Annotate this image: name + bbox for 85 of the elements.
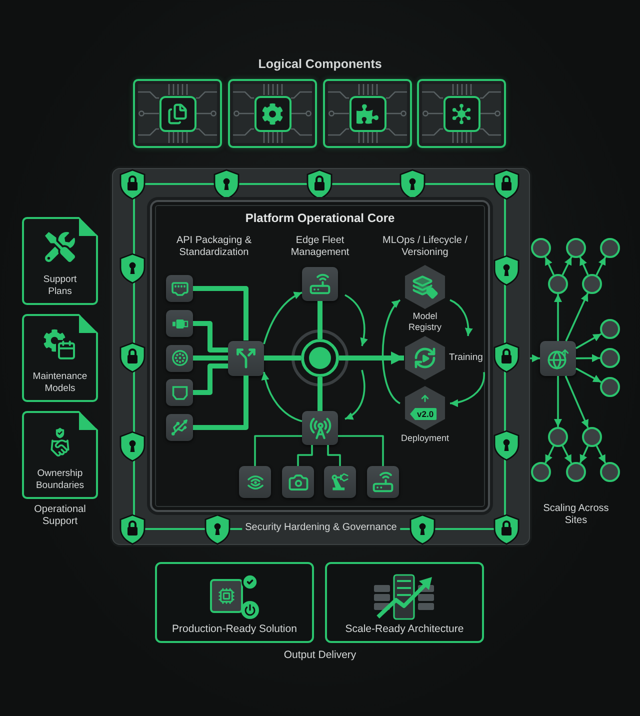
connector-line xyxy=(318,301,322,339)
site-node xyxy=(600,238,620,258)
arrow xyxy=(450,299,473,336)
version-tag: v2.0 xyxy=(410,408,437,420)
port-tile xyxy=(166,344,193,372)
document-card xyxy=(22,411,98,499)
port-tile xyxy=(166,414,193,441)
site-node xyxy=(600,462,620,482)
connector-line xyxy=(297,445,313,466)
card-title: Ownership Boundaries xyxy=(34,468,86,491)
security-frame xyxy=(112,168,530,545)
arrow xyxy=(579,446,589,464)
card-title: Maintenance Models xyxy=(32,371,88,394)
connector-line xyxy=(327,445,341,466)
card-title: Production-Ready Solution xyxy=(172,623,297,636)
hub-tile xyxy=(540,341,576,376)
connector-line xyxy=(193,376,248,430)
arrow xyxy=(382,299,401,404)
site-node xyxy=(531,238,551,258)
arrow xyxy=(596,256,606,276)
card-title: Support Plans xyxy=(42,274,78,297)
port-tile xyxy=(166,379,193,406)
arrow xyxy=(554,294,562,341)
site-node xyxy=(582,427,602,447)
arrow xyxy=(263,292,302,344)
site-node xyxy=(548,427,568,447)
site-node xyxy=(600,319,620,339)
arrow xyxy=(562,446,572,464)
device-tile xyxy=(302,267,338,301)
device-tile xyxy=(302,411,338,445)
arrow xyxy=(554,376,562,427)
arrow xyxy=(544,256,555,276)
output-card xyxy=(325,562,484,643)
site-node xyxy=(600,348,620,368)
device-tile xyxy=(324,466,356,498)
stage-label: Training xyxy=(449,352,483,364)
arrow xyxy=(596,446,606,464)
site-node xyxy=(582,274,602,294)
connector-line xyxy=(318,377,322,411)
document-card xyxy=(22,314,98,402)
site-node xyxy=(600,377,620,397)
panel-title: Platform Operational Core xyxy=(245,211,395,225)
connector-line xyxy=(338,435,384,466)
arrow xyxy=(576,368,602,383)
stage-label: Deployment xyxy=(400,433,450,444)
card-title: Scale-Ready Architecture xyxy=(345,623,464,636)
band-title: Security Hardening & Governance xyxy=(242,521,400,534)
arrow xyxy=(544,446,554,464)
device-tile xyxy=(282,466,314,498)
core-panel xyxy=(150,200,490,512)
connector-line xyxy=(193,356,228,360)
port-tile xyxy=(166,275,193,302)
central-hub xyxy=(301,339,339,377)
site-node xyxy=(566,462,586,482)
section-label: Operational Support xyxy=(33,504,87,528)
device-tile xyxy=(239,466,271,498)
document-card xyxy=(22,217,98,305)
site-node xyxy=(566,238,586,258)
connector-line xyxy=(193,286,248,340)
site-node xyxy=(531,462,551,482)
section-label: Output Delivery xyxy=(282,649,358,662)
port-tile xyxy=(166,310,193,337)
arrow xyxy=(579,256,589,276)
arrow xyxy=(564,376,589,428)
section-label: Scaling Across Sites xyxy=(542,503,610,527)
arrow xyxy=(576,333,602,350)
column-heading: Edge Fleet Management xyxy=(290,235,350,259)
section-label: Logical Components xyxy=(257,57,383,72)
stage-label: Model Registry xyxy=(407,311,442,333)
site-node xyxy=(548,274,568,294)
connector-line xyxy=(193,321,228,352)
output-card xyxy=(155,562,314,643)
merge-tile xyxy=(228,340,264,376)
column-heading: MLOps / Lifecycle / Versioning xyxy=(381,235,469,259)
arrow xyxy=(262,372,302,422)
column-heading: API Packaging & Standardization xyxy=(175,235,253,259)
arrow xyxy=(450,372,485,407)
connector-line xyxy=(193,364,228,395)
arrow xyxy=(562,256,572,276)
connector-line xyxy=(264,356,301,360)
arrow xyxy=(576,354,600,362)
arrow xyxy=(530,354,540,362)
device-tile xyxy=(367,466,399,498)
arrow xyxy=(565,292,589,342)
connector-line xyxy=(254,435,302,466)
